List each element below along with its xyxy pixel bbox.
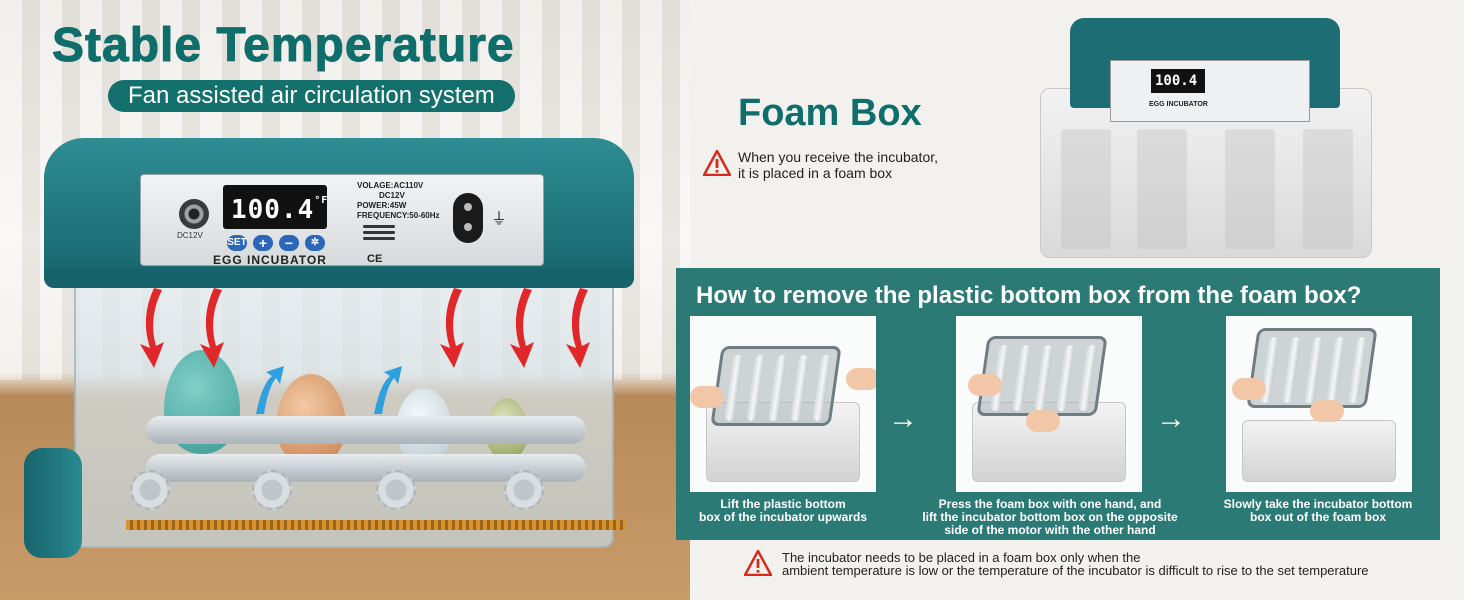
- roller-gear-icon: [504, 470, 544, 510]
- fan-button: ✲: [305, 235, 325, 251]
- step-1-image: [690, 316, 876, 492]
- hero-subtitle: Fan assisted air circulation system: [108, 80, 515, 112]
- mini-control-panel: 100.4 EGG INCUBATOR: [1110, 60, 1310, 122]
- step-2-caption: Press the foam box with one hand, and li…: [900, 498, 1200, 537]
- caption-line: lift the incubator bottom box on the opp…: [922, 510, 1178, 524]
- vent-slot: [363, 231, 395, 234]
- mini-brand-label: EGG INCUBATOR: [1149, 101, 1208, 108]
- how-to-title: How to remove the plastic bottom box fro…: [696, 282, 1362, 309]
- airflow-arrow-icon: [140, 288, 164, 368]
- power-socket-icon: [453, 193, 483, 243]
- step-3-image: [1226, 316, 1412, 492]
- roller-tube: [790, 355, 810, 421]
- roller-tube: [1012, 345, 1032, 411]
- plus-button: +: [253, 235, 273, 251]
- roller-tube: [812, 355, 832, 421]
- foam-box-body: [1040, 88, 1372, 258]
- dc-jack-icon: [179, 199, 209, 229]
- incubator-image: DC12V 100.4°F SET + − ✲ EGG INCUBATOR VO…: [24, 138, 634, 558]
- control-panel: DC12V 100.4°F SET + − ✲ EGG INCUBATOR VO…: [140, 174, 544, 267]
- airflow-arrow-icon: [440, 288, 464, 368]
- airflow-arrow-icon: [200, 288, 224, 368]
- warning-icon: [703, 150, 731, 176]
- caption-line: Lift the plastic bottom: [720, 497, 846, 511]
- step-1-caption: Lift the plastic bottom box of the incub…: [676, 498, 890, 524]
- set-button: SET: [227, 235, 247, 251]
- roller-tube: [1282, 337, 1302, 403]
- spec-frequency: FREQUENCY:50-60Hz: [357, 211, 440, 220]
- spec-power: POWER:45W: [357, 201, 407, 210]
- minus-button: −: [279, 235, 299, 251]
- step-arrow-icon: →: [888, 402, 918, 435]
- vent-slot: [363, 237, 395, 240]
- roller-tube: [1056, 345, 1076, 411]
- temperature-value: 100.4: [231, 195, 315, 225]
- roller-gear-icon: [252, 470, 292, 510]
- plastic-tray: [710, 346, 842, 426]
- roller-tube: [724, 355, 744, 421]
- foam-rib: [1061, 129, 1111, 249]
- hand-icon: [690, 386, 724, 408]
- caption-line: Press the foam box with one hand, and: [938, 497, 1162, 511]
- drive-spring: [126, 520, 626, 530]
- spec-dc: DC12V: [379, 191, 405, 200]
- spec-voltage: VOLAGE:AC110V: [357, 181, 424, 190]
- foam-note: When you receive the incubator, it is pl…: [738, 149, 938, 181]
- foam-note-line: it is placed in a foam box: [738, 165, 893, 181]
- hand-icon: [1232, 378, 1266, 400]
- temperature-note: The incubator needs to be placed in a fo…: [782, 551, 1369, 577]
- mini-display: 100.4: [1151, 69, 1205, 93]
- roller-gear-icon: [130, 470, 170, 510]
- brand-label: EGG INCUBATOR: [213, 253, 327, 267]
- egg-roller: [146, 416, 586, 444]
- step-2-image: [956, 316, 1142, 492]
- certification-marks: CE: [367, 253, 383, 265]
- power-symbol-icon: ⏚: [491, 211, 508, 228]
- hand-icon: [1310, 400, 1344, 422]
- airflow-arrow-icon: [510, 288, 534, 368]
- roller-tube: [1348, 337, 1368, 403]
- hand-icon: [846, 368, 876, 390]
- roller-tube: [746, 355, 766, 421]
- airflow-arrow-icon: [566, 288, 590, 368]
- hero-title: Stable Temperature: [52, 19, 515, 73]
- foam-rib: [1225, 129, 1275, 249]
- caption-line: Slowly take the incubator bottom: [1223, 497, 1413, 511]
- roller-tube: [1326, 337, 1346, 403]
- incubator-clear-body: [74, 288, 626, 548]
- temperature-display: 100.4°F: [223, 185, 327, 229]
- product-hero: Stable Temperature Fan assisted air circ…: [0, 0, 690, 600]
- caption-line: side of the motor with the other hand: [944, 523, 1156, 537]
- vent-slot: [363, 225, 395, 228]
- foam-box-image: 100.4 EGG INCUBATOR: [1040, 18, 1372, 258]
- how-to-panel: How to remove the plastic bottom box fro…: [676, 268, 1440, 540]
- temperature-unit: °F: [314, 195, 329, 206]
- airflow-up-arrow-icon: [256, 366, 284, 414]
- warning-icon: [744, 550, 772, 576]
- hand-icon: [968, 374, 1002, 396]
- turning-motor: [24, 448, 82, 558]
- foam-rib: [1137, 129, 1187, 249]
- incubator-lid-rim: [44, 268, 634, 288]
- foam-base: [1242, 420, 1396, 482]
- note-line: The incubator needs to be placed in a fo…: [782, 550, 1141, 565]
- caption-line: box out of the foam box: [1250, 510, 1386, 524]
- roller-tube: [1034, 345, 1054, 411]
- foam-note-line: When you receive the incubator,: [738, 149, 939, 165]
- roller-tube: [1304, 337, 1324, 403]
- dc-label: DC12V: [177, 231, 203, 240]
- plastic-tray: [1246, 328, 1378, 408]
- roller-tube: [768, 355, 788, 421]
- step-3-caption: Slowly take the incubator bottom box out…: [1206, 498, 1430, 524]
- roller-gear-icon: [376, 470, 416, 510]
- hand-icon: [1026, 410, 1060, 432]
- airflow-up-arrow-icon: [374, 366, 402, 414]
- step-arrow-icon: →: [1156, 402, 1186, 435]
- foam-rib: [1303, 129, 1353, 249]
- caption-line: box of the incubator upwards: [698, 510, 867, 524]
- foam-box-title: Foam Box: [738, 92, 922, 134]
- roller-tube: [1078, 345, 1098, 411]
- note-line: ambient temperature is low or the temper…: [782, 563, 1369, 578]
